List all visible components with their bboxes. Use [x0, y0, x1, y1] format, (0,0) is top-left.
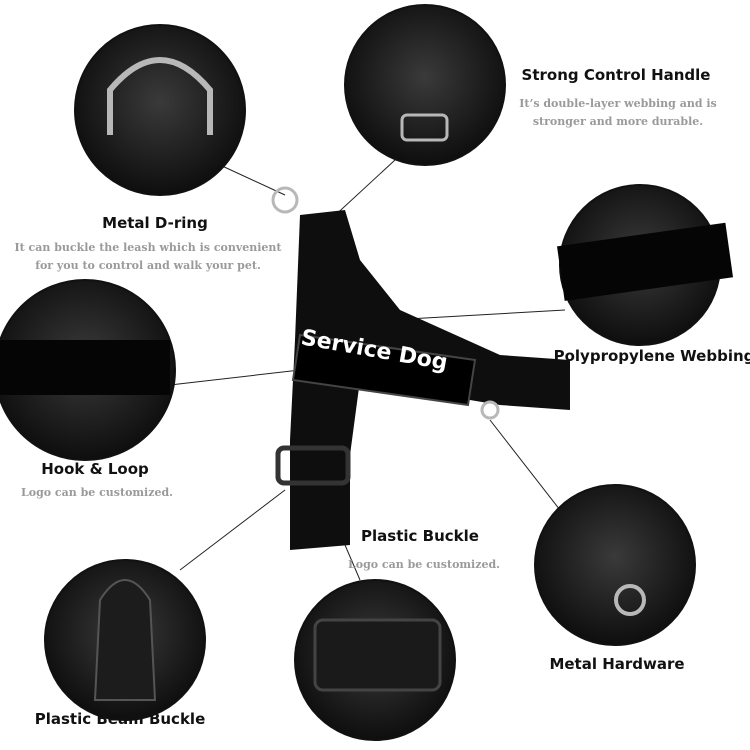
metal-ring [480, 400, 500, 420]
d-ring [271, 186, 299, 214]
feature-title-control-handle: Strong Control Handle [521, 66, 711, 84]
desc-line: It’s double-layer webbing and is [519, 97, 717, 110]
handle-closeup [344, 4, 506, 166]
service-dog-patch [291, 333, 477, 407]
feature-title-beam-buckle: Plastic Beam Buckle [34, 710, 206, 728]
d-ring-closeup [74, 24, 246, 196]
metal-hardware-closeup [534, 484, 696, 646]
hardware-ring-icon [614, 584, 646, 616]
plastic-buckle-on-harness [275, 445, 351, 486]
d-ring-metal-icon [107, 57, 213, 135]
desc-line: stronger and more durable. [532, 115, 704, 128]
feature-desc-control-handle: It’s double-layer webbing and is stronge… [519, 95, 716, 131]
feature-title-plastic-buckle: Plastic Buckle [361, 527, 479, 545]
feature-title-hook-loop: Hook & Loop [41, 460, 149, 478]
connector-lines [169, 159, 566, 581]
feature-desc-metal-d-ring: It can buckle the leash which is conveni… [14, 239, 281, 275]
feature-desc-hook-loop: Logo can be customized. [21, 486, 173, 499]
feature-title-metal-hardware: Metal Hardware [549, 655, 685, 673]
desc-line: It can buckle the leash which is conveni… [14, 241, 282, 254]
feature-title-metal-d-ring: Metal D-ring [102, 214, 208, 232]
feature-title-webbing: Polypropylene Webbing [553, 347, 750, 365]
hook-loop-strip [0, 340, 170, 395]
beam-buckle-shape [93, 579, 157, 701]
desc-line: for you to control and walk your pet. [35, 259, 261, 272]
harness-illustration [271, 186, 570, 550]
buckle-shape [313, 618, 442, 692]
webbing-strip [557, 222, 734, 301]
handle-ring-icon [400, 113, 449, 142]
feature-desc-plastic-buckle: Logo can be customized. [348, 558, 500, 571]
